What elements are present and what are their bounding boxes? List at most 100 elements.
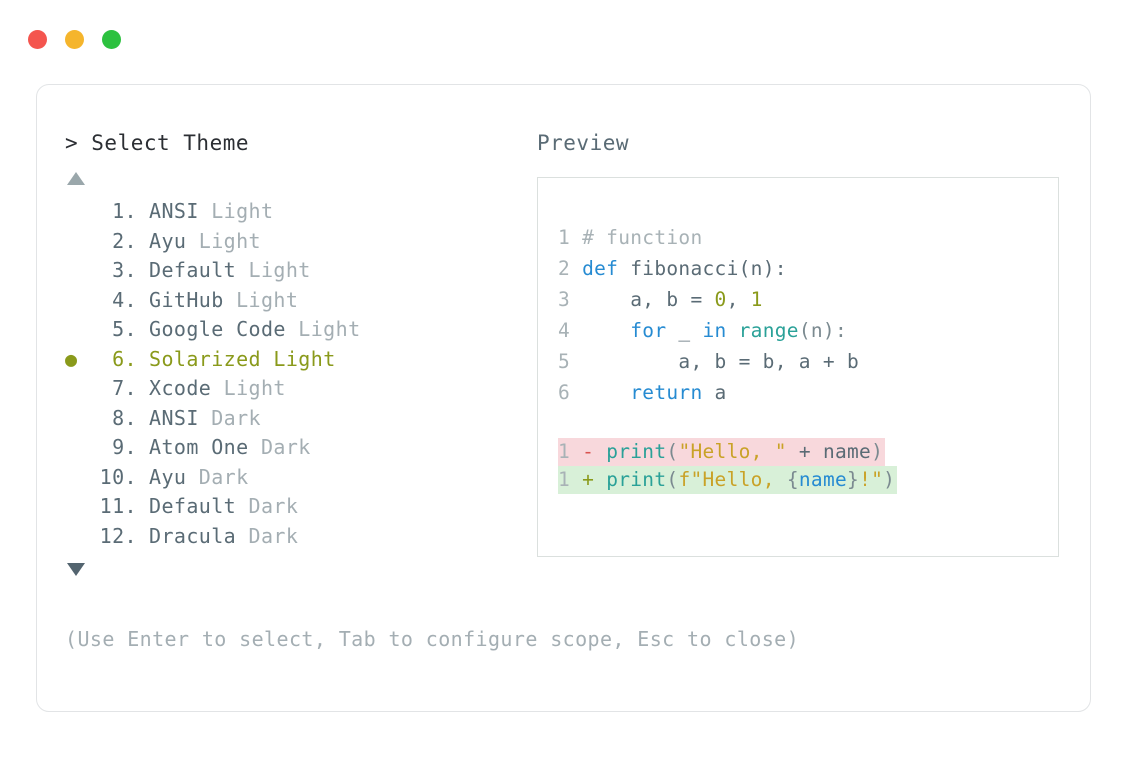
theme-item-number: 8. bbox=[112, 405, 137, 430]
code-token bbox=[570, 319, 630, 342]
code-token bbox=[727, 319, 739, 342]
code-token: name bbox=[822, 440, 872, 463]
theme-item-name: Ayu bbox=[149, 228, 187, 253]
window-traffic-lights bbox=[28, 30, 121, 49]
theme-item-variant: Dark bbox=[198, 405, 261, 430]
theme-item-name: Solarized bbox=[149, 346, 261, 371]
theme-item-number: 3. bbox=[112, 258, 137, 283]
page-title: > Select Theme bbox=[65, 131, 250, 155]
code-token: in bbox=[702, 319, 727, 342]
line-number: 3 bbox=[558, 288, 571, 311]
theme-list-item[interactable]: 8. ANSI Dark bbox=[65, 406, 535, 436]
code-token: { bbox=[786, 468, 799, 491]
line-number: 4 bbox=[558, 319, 571, 342]
diff-marker: - bbox=[582, 440, 607, 463]
theme-item-number: 7. bbox=[112, 376, 137, 401]
theme-list-item[interactable]: ●6.Solarized Light bbox=[65, 347, 535, 377]
theme-item-name: Ayu bbox=[149, 464, 187, 489]
code-token: ( bbox=[666, 440, 679, 463]
theme-item-variant: Dark bbox=[236, 494, 299, 519]
close-window-button[interactable] bbox=[28, 30, 47, 49]
theme-item-name: ANSI bbox=[149, 405, 199, 430]
theme-list-item[interactable]: 9. Atom One Dark bbox=[65, 435, 535, 465]
diff-row: 1 + print(f"Hello, {name}!") bbox=[558, 466, 1058, 494]
theme-item-number: 5. bbox=[112, 317, 137, 342]
code-line: 6 return a bbox=[558, 377, 1058, 408]
keyboard-hint: (Use Enter to select, Tab to configure s… bbox=[65, 627, 800, 651]
code-token: (n): bbox=[798, 319, 848, 342]
theme-list-item[interactable]: 1.ANSI Light bbox=[65, 199, 535, 229]
code-token: + bbox=[786, 440, 823, 463]
code-token: a, b = bbox=[570, 288, 715, 311]
theme-item-variant: Light bbox=[223, 287, 299, 312]
line-number: 1 bbox=[558, 440, 583, 463]
code-line: 5 a, b = b, a + b bbox=[558, 346, 1058, 377]
code-line: 4 for _ in range(n): bbox=[558, 315, 1058, 346]
line-number: 2 bbox=[558, 257, 571, 280]
code-token: } bbox=[847, 468, 860, 491]
code-token: fibonacci(n): bbox=[618, 257, 787, 280]
code-line: 3 a, b = 0, 1 bbox=[558, 284, 1058, 315]
code-token: name bbox=[798, 468, 848, 491]
theme-item-name: GitHub bbox=[149, 287, 224, 312]
theme-item-variant: Light bbox=[260, 346, 336, 371]
diff-sample: 1 - print("Hello, " + name)1 + print(f"H… bbox=[558, 438, 1058, 494]
code-token: f"Hello, bbox=[678, 468, 787, 491]
theme-item-name: Google Code bbox=[149, 317, 286, 342]
code-token: a, b = b, a + b bbox=[570, 350, 860, 373]
scroll-down-icon[interactable] bbox=[67, 563, 85, 577]
code-line: 1 # function bbox=[558, 222, 1058, 253]
scroll-up-icon[interactable] bbox=[67, 172, 85, 186]
theme-list-item[interactable]: 7. Xcode Light bbox=[65, 376, 535, 406]
theme-item-name: ANSI bbox=[149, 199, 199, 224]
code-token: ) bbox=[871, 440, 884, 463]
theme-item-variant: Dark bbox=[236, 523, 299, 548]
theme-item-number: 1. bbox=[112, 199, 137, 224]
theme-list-item[interactable]: 10.Ayu Dark bbox=[65, 465, 535, 495]
theme-item-name: Dracula bbox=[149, 523, 237, 548]
code-token bbox=[570, 381, 630, 404]
theme-item-number: 11. bbox=[99, 494, 137, 519]
theme-item-name: Atom One bbox=[149, 435, 249, 460]
theme-list-item[interactable]: 3.Default Light bbox=[65, 258, 535, 288]
code-token: a bbox=[702, 381, 727, 404]
code-token: print bbox=[606, 440, 667, 463]
code-token: , bbox=[726, 288, 751, 311]
line-number: 1 bbox=[558, 468, 583, 491]
theme-item-variant: Light bbox=[211, 376, 286, 401]
diff-removed-line: 1 - print("Hello, " + name) bbox=[558, 438, 886, 466]
theme-item-name: Default bbox=[149, 494, 237, 519]
code-token: def bbox=[582, 257, 619, 280]
diff-row: 1 - print("Hello, " + name) bbox=[558, 438, 1058, 466]
code-token bbox=[570, 257, 582, 280]
line-number: 1 bbox=[558, 226, 571, 249]
minimize-window-button[interactable] bbox=[65, 30, 84, 49]
theme-list-item[interactable]: 4. GitHub Light bbox=[65, 288, 535, 318]
theme-item-name: Xcode bbox=[149, 376, 212, 401]
code-token: "Hello, " bbox=[678, 440, 787, 463]
theme-list-item[interactable]: 5.Google Code Light bbox=[65, 317, 535, 347]
theme-item-variant: Dark bbox=[248, 435, 311, 460]
code-token: # function bbox=[570, 226, 703, 249]
code-token: return bbox=[630, 381, 703, 404]
maximize-window-button[interactable] bbox=[102, 30, 121, 49]
theme-list-item[interactable]: 2.Ayu Light bbox=[65, 229, 535, 259]
theme-item-number: 2. bbox=[112, 228, 137, 253]
theme-item-number: 4. bbox=[112, 287, 137, 312]
theme-item-number: 10. bbox=[99, 464, 137, 489]
code-token: !" bbox=[859, 468, 884, 491]
theme-item-number: 9. bbox=[112, 435, 137, 460]
theme-list-item[interactable]: 11. Default Dark bbox=[65, 494, 535, 524]
diff-added-line: 1 + print(f"Hello, {name}!") bbox=[558, 466, 898, 494]
code-line: 2 def fibonacci(n): bbox=[558, 253, 1058, 284]
code-token: 0 bbox=[714, 288, 727, 311]
theme-list-item[interactable]: 12.Dracula Dark bbox=[65, 524, 535, 554]
line-number: 6 bbox=[558, 381, 571, 404]
preview-label: Preview bbox=[537, 131, 630, 155]
code-token: print bbox=[606, 468, 667, 491]
